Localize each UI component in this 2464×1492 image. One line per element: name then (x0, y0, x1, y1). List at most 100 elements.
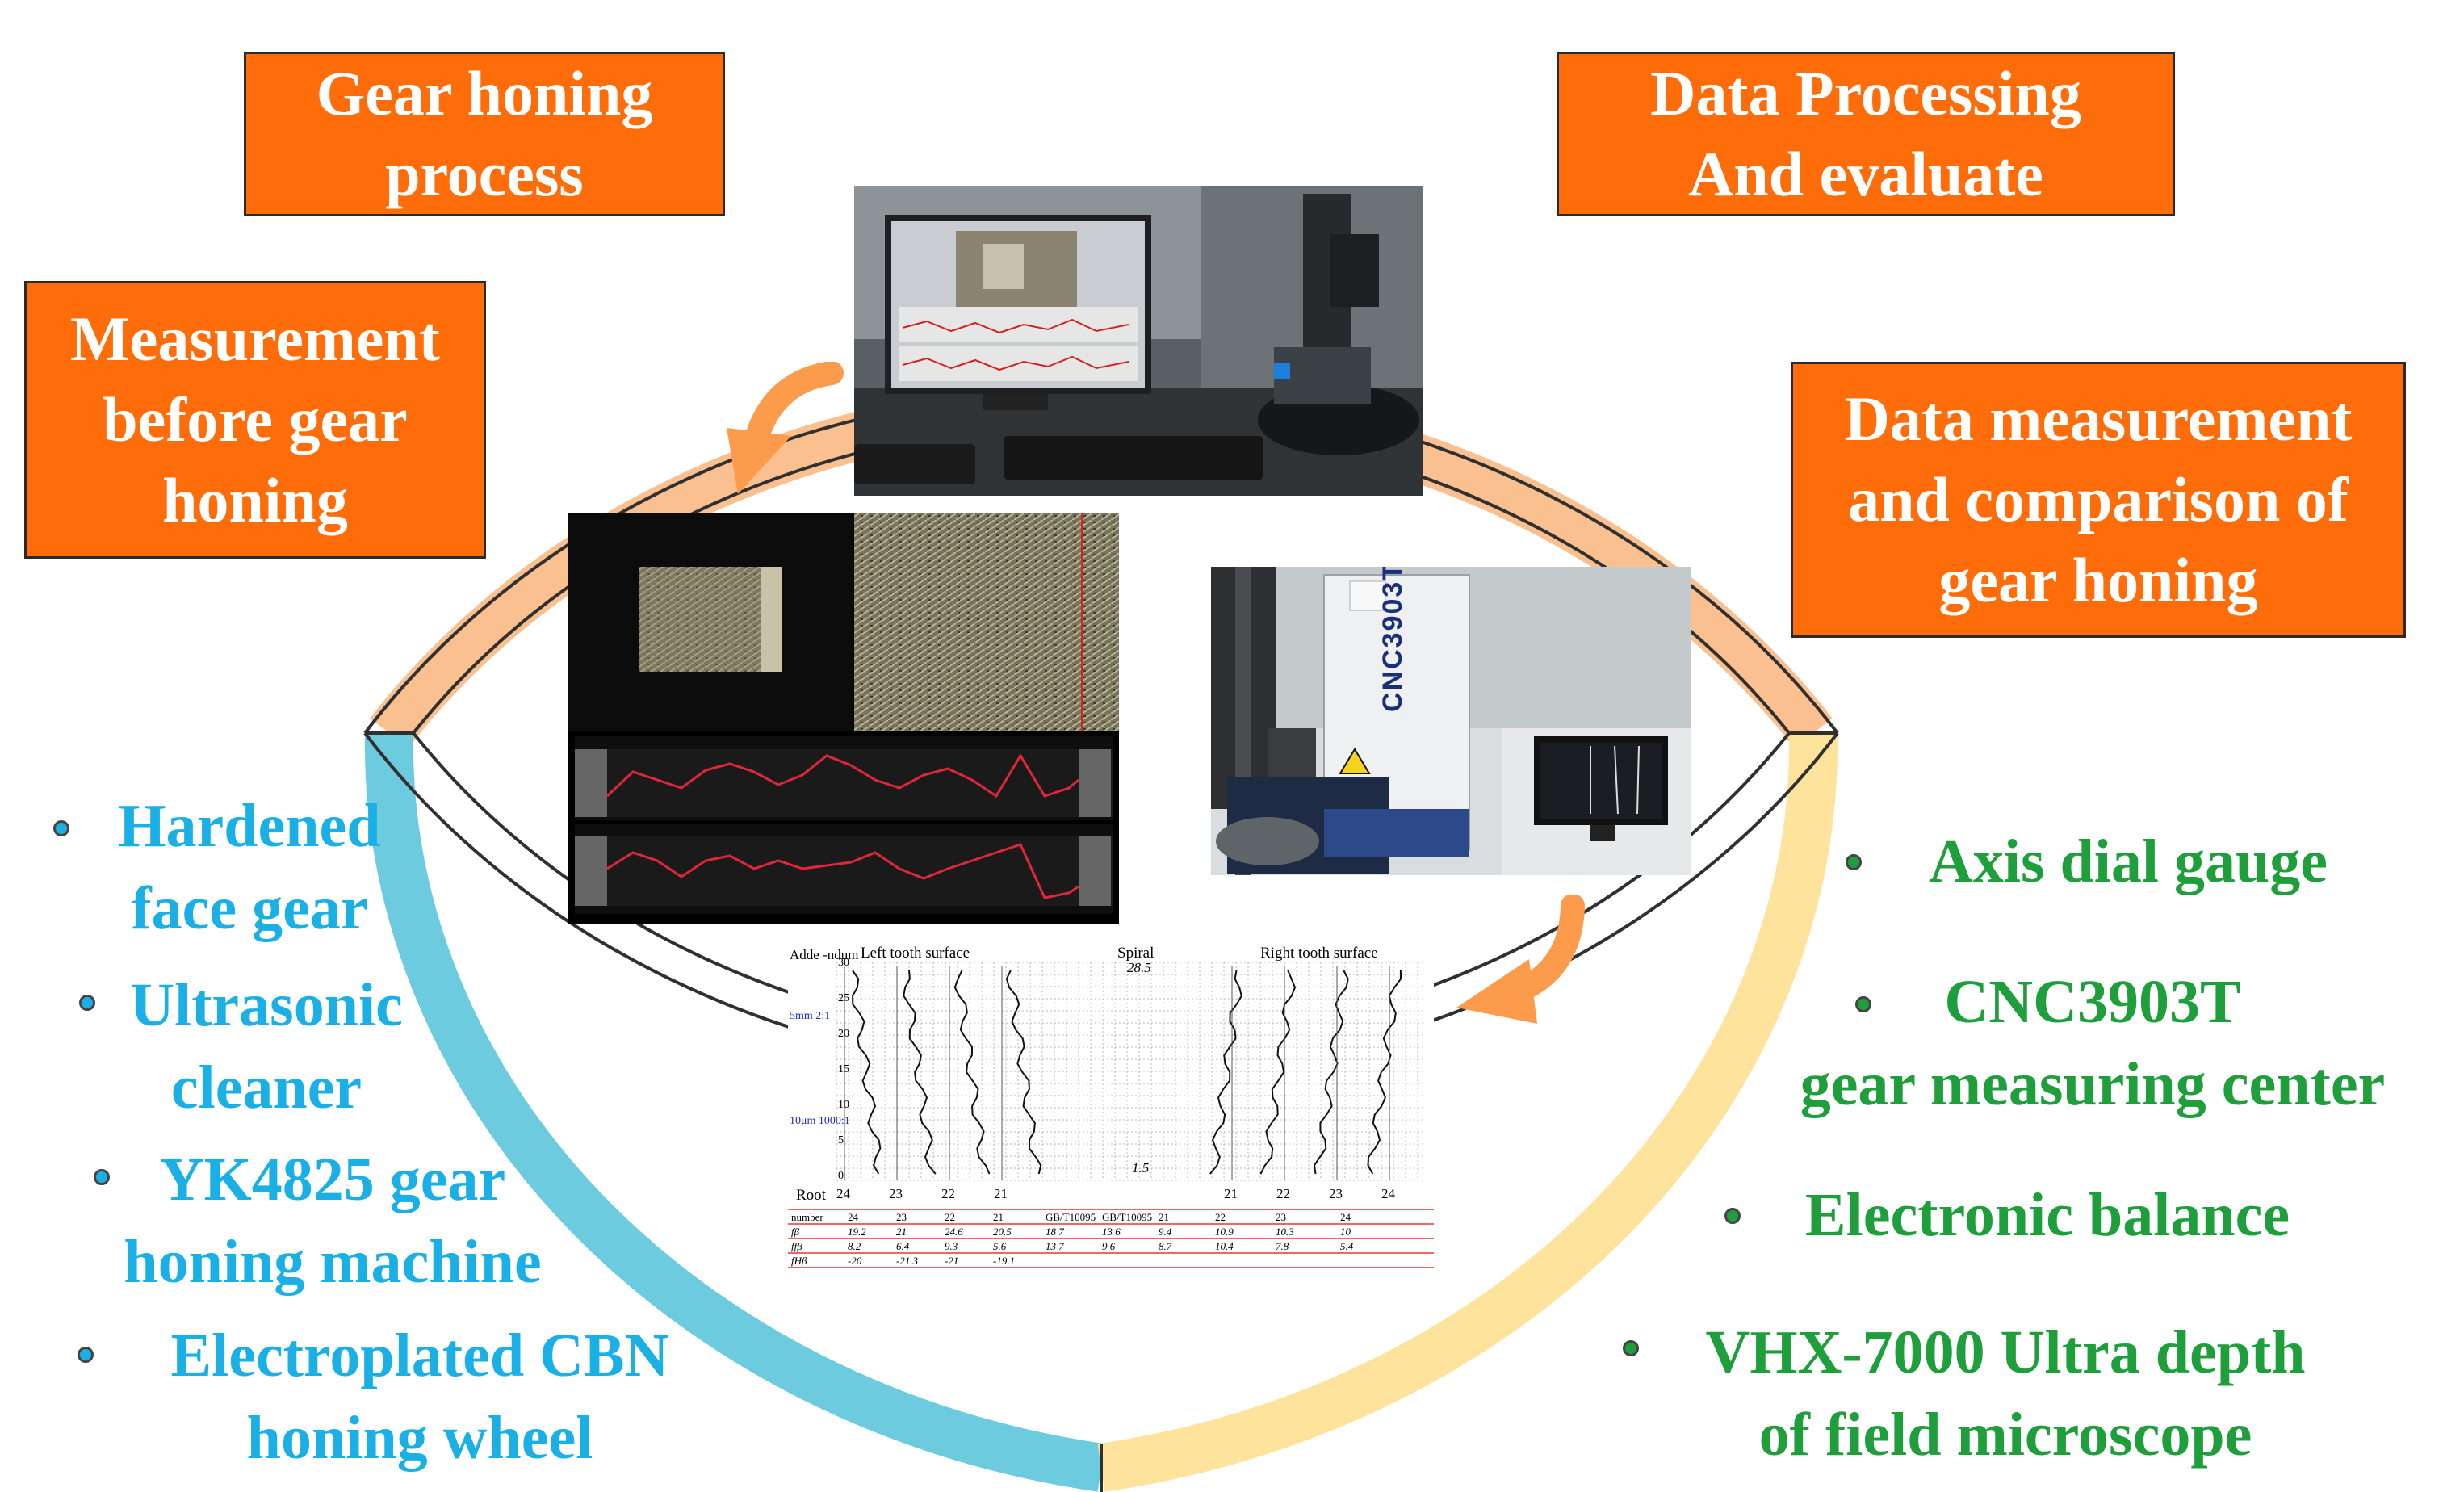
box-line: And evaluate (1688, 139, 2043, 209)
table-cell: 21 (993, 1211, 1004, 1223)
box-line: process (385, 139, 584, 209)
tooth-number: 24 (1381, 1186, 1396, 1201)
analysis-software-screenshot (568, 513, 1119, 924)
y-tick-label: 20 (838, 1028, 849, 1040)
table-cell: 8.2 (848, 1240, 861, 1252)
tooth-trace (953, 970, 991, 1175)
item-line: Hardened (118, 792, 381, 860)
table-cell: GB/T10095 (1102, 1211, 1152, 1223)
table-cell: 22 (945, 1211, 955, 1223)
table-cell: number (791, 1211, 823, 1223)
box-line: Data Processing (1650, 58, 2081, 128)
tooth-trace (1005, 970, 1042, 1175)
table-cell: fHβ (791, 1255, 807, 1267)
table-cell: 9 6 (1102, 1240, 1116, 1252)
item-line: face gear (131, 874, 368, 942)
table-cell: 8.7 (1159, 1240, 1172, 1252)
microscope-workstation-photo (854, 186, 1423, 496)
ring-bottom-right-segment (1097, 732, 1838, 1492)
table-cell: 19.2 (848, 1226, 866, 1238)
tooth-number: 22 (941, 1186, 955, 1201)
scale-label-2: 10μm 1000:1 (790, 1115, 850, 1127)
item-line: VHX-7000 Ultra depth (1705, 1318, 2306, 1386)
table-cell: 10.4 (1215, 1240, 1234, 1252)
table-cell: 9.4 (1159, 1226, 1172, 1238)
table-cell: 10.3 (1276, 1226, 1294, 1238)
right-surface-label: Right tooth surface (1260, 945, 1378, 962)
addendum-label: Adde -ndum (790, 947, 858, 962)
tooth-surface-chart: Left tooth surface Spiral 28.5 Right too… (788, 938, 1434, 1271)
bullet-icon (1623, 1340, 1639, 1356)
table-cell: 13 6 (1102, 1226, 1121, 1238)
table-cell: 23 (1276, 1211, 1286, 1223)
spiral-label: Spiral (1117, 945, 1154, 962)
table-cell: 5.6 (993, 1240, 1007, 1252)
table-cell: 5.4 (1340, 1240, 1354, 1252)
table-cell: -19.1 (993, 1255, 1015, 1267)
scale-label-1: 5mm 2:1 (790, 1010, 830, 1022)
table-cell: 24 (1340, 1211, 1351, 1223)
data-measurement-comparison-box: Data measurement and comparison of gear … (1791, 362, 2406, 638)
item-line: CNC3903T (1944, 968, 2241, 1036)
item-line: gear measuring center (1800, 1050, 2386, 1118)
item-line: YK4825 gear (159, 1146, 506, 1213)
item-line: Electronic balance (1804, 1181, 2290, 1249)
profile-traces (844, 966, 1402, 1180)
y-tick-label: 5 (838, 1134, 844, 1146)
table-cell: 24 (848, 1211, 859, 1223)
spiral-value: 28.5 (1127, 960, 1151, 975)
tooth-trace (1367, 970, 1402, 1175)
material-item: YK4825 gear honing machine (74, 1138, 591, 1303)
bullet-icon (78, 1347, 94, 1363)
tooth-number: 23 (1329, 1186, 1343, 1201)
instrument-item: VHX-7000 Ultra depth of field microscope (1642, 1311, 2369, 1476)
tooth-number: 21 (1224, 1186, 1238, 1201)
tooth-number: 21 (994, 1186, 1008, 1201)
table-cell: 9.3 (945, 1240, 958, 1252)
item-line: of field microscope (1758, 1401, 2252, 1469)
low-value-label: 1.5 (1132, 1160, 1149, 1176)
table-cell: GB/T10095 (1046, 1211, 1096, 1223)
bullet-icon (94, 1169, 110, 1185)
chart-grid (836, 962, 1426, 1181)
tooth-trace (1313, 970, 1349, 1175)
material-item: Ultrasonic cleaner (105, 964, 428, 1129)
bullet-icon (1846, 854, 1862, 870)
box-line: and comparison of (1848, 464, 2349, 534)
table-cell: 10.9 (1215, 1226, 1234, 1238)
table-cell: 20.5 (993, 1226, 1012, 1238)
table-cell: 23 (896, 1211, 907, 1223)
ring-bottom-left-segment (364, 732, 1105, 1492)
y-tick-label: 15 (838, 1063, 849, 1075)
gear-honing-process-box: Gear honing process (244, 52, 725, 216)
data-processing-box: Data Processing And evaluate (1557, 52, 2175, 216)
curved-arrow-icon (727, 362, 844, 494)
item-line: honing wheel (246, 1404, 593, 1472)
box-line: before gear (103, 384, 408, 455)
box-line: Data measurement (1844, 383, 2353, 454)
table-cell: 10 (1340, 1226, 1351, 1238)
curved-arrow-icon (1456, 895, 1585, 1024)
table-cell: 24.6 (945, 1226, 963, 1238)
table-cell: 22 (1215, 1211, 1226, 1223)
left-surface-label: Left tooth surface (861, 945, 970, 962)
table-cell: ffβ (791, 1240, 802, 1252)
table-cell: 18 7 (1046, 1226, 1064, 1238)
item-line: Axis dial gauge (1928, 828, 2328, 895)
bullet-icon (1855, 996, 1871, 1012)
instrument-item: CNC3903T gear measuring center (1737, 961, 2448, 1125)
y-tick-label: 10 (838, 1099, 849, 1111)
table-cell: 7.8 (1276, 1240, 1289, 1252)
bullet-icon (53, 820, 69, 836)
item-line: Electroplated CBN (170, 1322, 669, 1389)
table-cell: fβ (791, 1226, 800, 1238)
box-line: Measurement (70, 304, 440, 374)
tooth-number: 22 (1276, 1186, 1290, 1201)
table-cell: -21.3 (896, 1255, 919, 1267)
tooth-trace (1209, 970, 1242, 1175)
instrument-item: Axis dial gauge (1870, 820, 2386, 903)
gear-measuring-center-photo: CNC3903T (1211, 567, 1691, 875)
